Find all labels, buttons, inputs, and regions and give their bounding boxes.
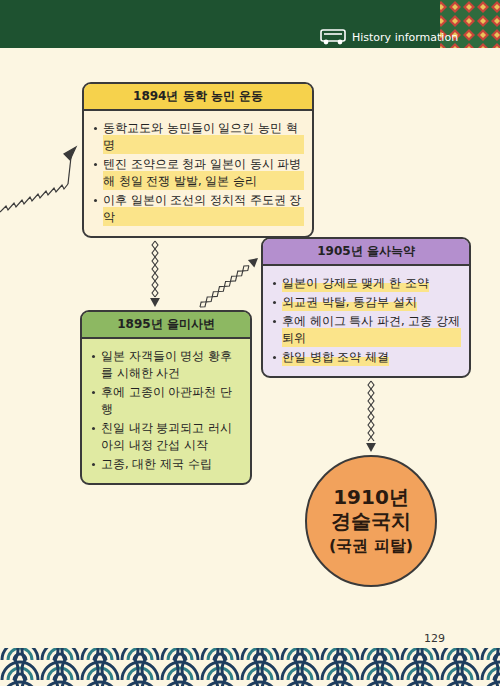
bullet-text: 일본이 강제로 맺게 한 조약 <box>282 275 429 292</box>
bullet-dot <box>94 163 97 166</box>
bullet-dot <box>94 127 97 130</box>
page-number: 129 <box>424 632 445 645</box>
bullet-dot <box>92 355 95 358</box>
bullet-text: 동학교도와 농민들이 일으킨 농민 혁명 <box>103 120 304 154</box>
event-box: 1895년 을미사변일본 자객들이 명성 황후를 시해한 사건후에 고종이 아관… <box>80 310 252 485</box>
event-body: 일본 자객들이 명성 황후를 시해한 사건후에 고종이 아관파천 단행친일 내각… <box>82 339 250 483</box>
bullet-text: 외교권 박탈, 통감부 설치 <box>282 294 417 311</box>
incoming-arrow <box>0 147 76 212</box>
bullet-row: 후에 고종이 아관파천 단행 <box>92 384 242 418</box>
bullet-row: 텐진 조약으로 청과 일본이 동시 파병해 청일 전쟁 발발, 일본 승리 <box>94 156 304 190</box>
bullet-row: 일본 자객들이 명성 황후를 시해한 사건 <box>92 348 242 382</box>
header-bar <box>0 0 500 48</box>
bullet-row: 외교권 박탈, 통감부 설치 <box>273 294 461 311</box>
bullet-text: 고종, 대한 제국 수립 <box>101 456 212 473</box>
bullet-dot <box>94 199 97 202</box>
bullet-text: 텐진 조약으로 청과 일본이 동시 파병해 청일 전쟁 발발, 일본 승리 <box>103 156 304 190</box>
bullet-text: 후에 헤이그 특사 파견, 고종 강제 퇴위 <box>282 313 461 347</box>
bullet-text: 친일 내각 붕괴되고 러시아의 내정 간섭 시작 <box>101 420 242 454</box>
chain-line <box>368 381 371 441</box>
bullet-text: 이후 일본이 조선의 정치적 주도권 장악 <box>103 192 304 226</box>
bullet-row: 후에 헤이그 특사 파견, 고종 강제 퇴위 <box>273 313 461 347</box>
event-heading: 1905년 을사늑약 <box>263 239 469 266</box>
bullet-text: 한일 병합 조약 체결 <box>282 349 389 366</box>
result-circle: 1910년 경술국치(국권 피탈) <box>305 455 437 587</box>
arrow-head <box>366 443 376 452</box>
chain-arrow <box>150 241 160 307</box>
bus-icon <box>321 30 345 44</box>
arrow-head <box>248 258 258 268</box>
event-box: 1894년 동학 농민 운동동학교도와 농민들이 일으킨 농민 혁명텐진 조약으… <box>82 82 314 238</box>
event-heading: 1894년 동학 농민 운동 <box>84 84 312 111</box>
result-title: 1910년 경술국치 <box>323 485 419 533</box>
chain-line <box>155 241 158 297</box>
bullet-row: 일본이 강제로 맺게 한 조약 <box>273 275 461 292</box>
bullet-row: 이후 일본이 조선의 정치적 주도권 장악 <box>94 192 304 226</box>
chain-line <box>371 381 374 441</box>
bullet-row: 고종, 대한 제국 수립 <box>92 456 242 473</box>
event-body: 동학교도와 농민들이 일으킨 농민 혁명텐진 조약으로 청과 일본이 동시 파병… <box>84 111 312 236</box>
event-body: 일본이 강제로 맺게 한 조약외교권 박탈, 통감부 설치후에 헤이그 특사 파… <box>263 266 469 376</box>
bullet-text: 후에 고종이 아관파천 단행 <box>101 384 242 418</box>
bullet-dot <box>92 463 95 466</box>
chain-arrow <box>200 258 258 307</box>
bullet-text: 일본 자객들이 명성 황후를 시해한 사건 <box>101 348 242 382</box>
bullet-dot <box>92 391 95 394</box>
wave-border <box>0 648 500 686</box>
result-subtitle: (국권 피탈) <box>329 535 413 557</box>
bullet-dot <box>273 301 276 304</box>
bullet-dot <box>273 282 276 285</box>
arrow-head <box>150 298 160 307</box>
chain-arrow <box>366 381 376 452</box>
bullet-dot <box>273 356 276 359</box>
chain-line <box>200 266 249 307</box>
bullet-row: 동학교도와 농민들이 일으킨 농민 혁명 <box>94 120 304 154</box>
chain-line <box>152 241 155 297</box>
bullet-row: 친일 내각 붕괴되고 러시아의 내정 간섭 시작 <box>92 420 242 454</box>
bullet-dot <box>92 427 95 430</box>
chain-line <box>200 266 249 307</box>
bullet-dot <box>273 320 276 323</box>
bullet-row: 한일 병합 조약 체결 <box>273 349 461 366</box>
header-label: History information <box>352 31 458 44</box>
event-box: 1905년 을사늑약일본이 강제로 맺게 한 조약외교권 박탈, 통감부 설치후… <box>261 237 471 378</box>
event-heading: 1895년 을미사변 <box>82 312 250 339</box>
